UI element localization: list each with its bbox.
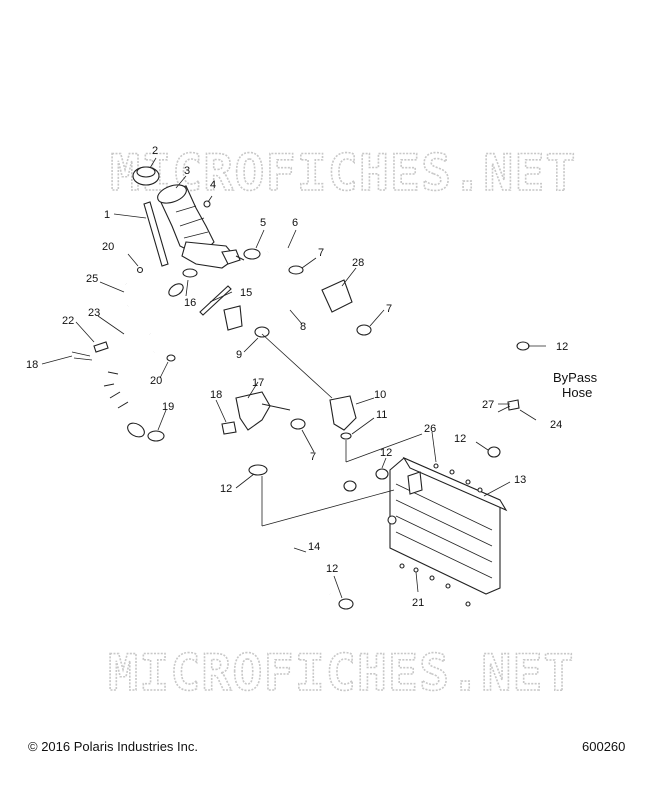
screw [203, 200, 211, 208]
callout-17: 17 [252, 377, 264, 389]
filler-housing [181, 241, 237, 269]
filler-neck [157, 185, 215, 257]
callout-24: 24 [550, 419, 562, 431]
thermostat-housing [235, 391, 271, 431]
callout-18: 18 [26, 359, 38, 371]
watermark-bottom: MICROFICHES.NET [108, 644, 575, 702]
callout-16: 16 [184, 297, 196, 309]
callout-14: 14 [308, 541, 320, 553]
callout-12a: 12 [556, 341, 568, 353]
callout-7b: 7 [386, 303, 392, 315]
callout-20b: 20 [150, 375, 162, 387]
callout-20: 20 [102, 241, 114, 253]
callout-25: 25 [86, 273, 98, 285]
bypass-hose [487, 341, 530, 458]
callout-1: 1 [104, 209, 110, 221]
figure-number: 600260 [582, 739, 626, 754]
outlet-fitting [329, 395, 357, 431]
callout-8: 8 [300, 321, 306, 333]
hose-14 [279, 480, 357, 610]
callout-18b: 18 [210, 389, 222, 401]
callout-22: 22 [62, 315, 74, 327]
callout-12d: 12 [220, 483, 232, 495]
callout-7c: 7 [310, 451, 316, 463]
callout-2: 2 [152, 145, 158, 157]
callout-12c: 12 [380, 447, 392, 459]
callout-3: 3 [184, 165, 190, 177]
callout-5: 5 [260, 217, 266, 229]
mounting-strap [143, 201, 169, 267]
callout-15: 15 [240, 287, 252, 299]
callout-27: 27 [482, 399, 494, 411]
callout-21: 21 [412, 597, 424, 609]
callout-12b: 12 [454, 433, 466, 445]
bypass-note-line1: ByPass [553, 370, 598, 385]
callout-12e: 12 [326, 563, 338, 575]
thermostat-group [221, 391, 357, 476]
leader-lines [41, 157, 546, 599]
cable-tie [199, 285, 232, 316]
callout-23: 23 [88, 307, 100, 319]
callout-11: 11 [376, 409, 387, 421]
callout-9: 9 [236, 349, 242, 361]
callout-26: 26 [424, 423, 436, 435]
callout-19: 19 [162, 401, 174, 413]
callout-4: 4 [210, 179, 216, 191]
callout-10: 10 [374, 389, 386, 401]
callout-6: 6 [292, 217, 298, 229]
hose-group-left [71, 282, 184, 442]
bracket [321, 279, 353, 313]
hose-8-assembly [223, 248, 372, 338]
copyright-text: © 2016 Polaris Industries Inc. [28, 739, 198, 754]
callout-28: 28 [352, 257, 364, 269]
bypass-note-line2: Hose [562, 385, 592, 400]
callouts: 2 3 4 1 5 6 20 7 28 25 16 15 23 22 8 7 1… [26, 145, 568, 609]
fill-neck-assembly [132, 166, 245, 316]
callout-13: 13 [514, 474, 526, 486]
radiator [375, 456, 508, 607]
callout-7: 7 [318, 247, 324, 259]
